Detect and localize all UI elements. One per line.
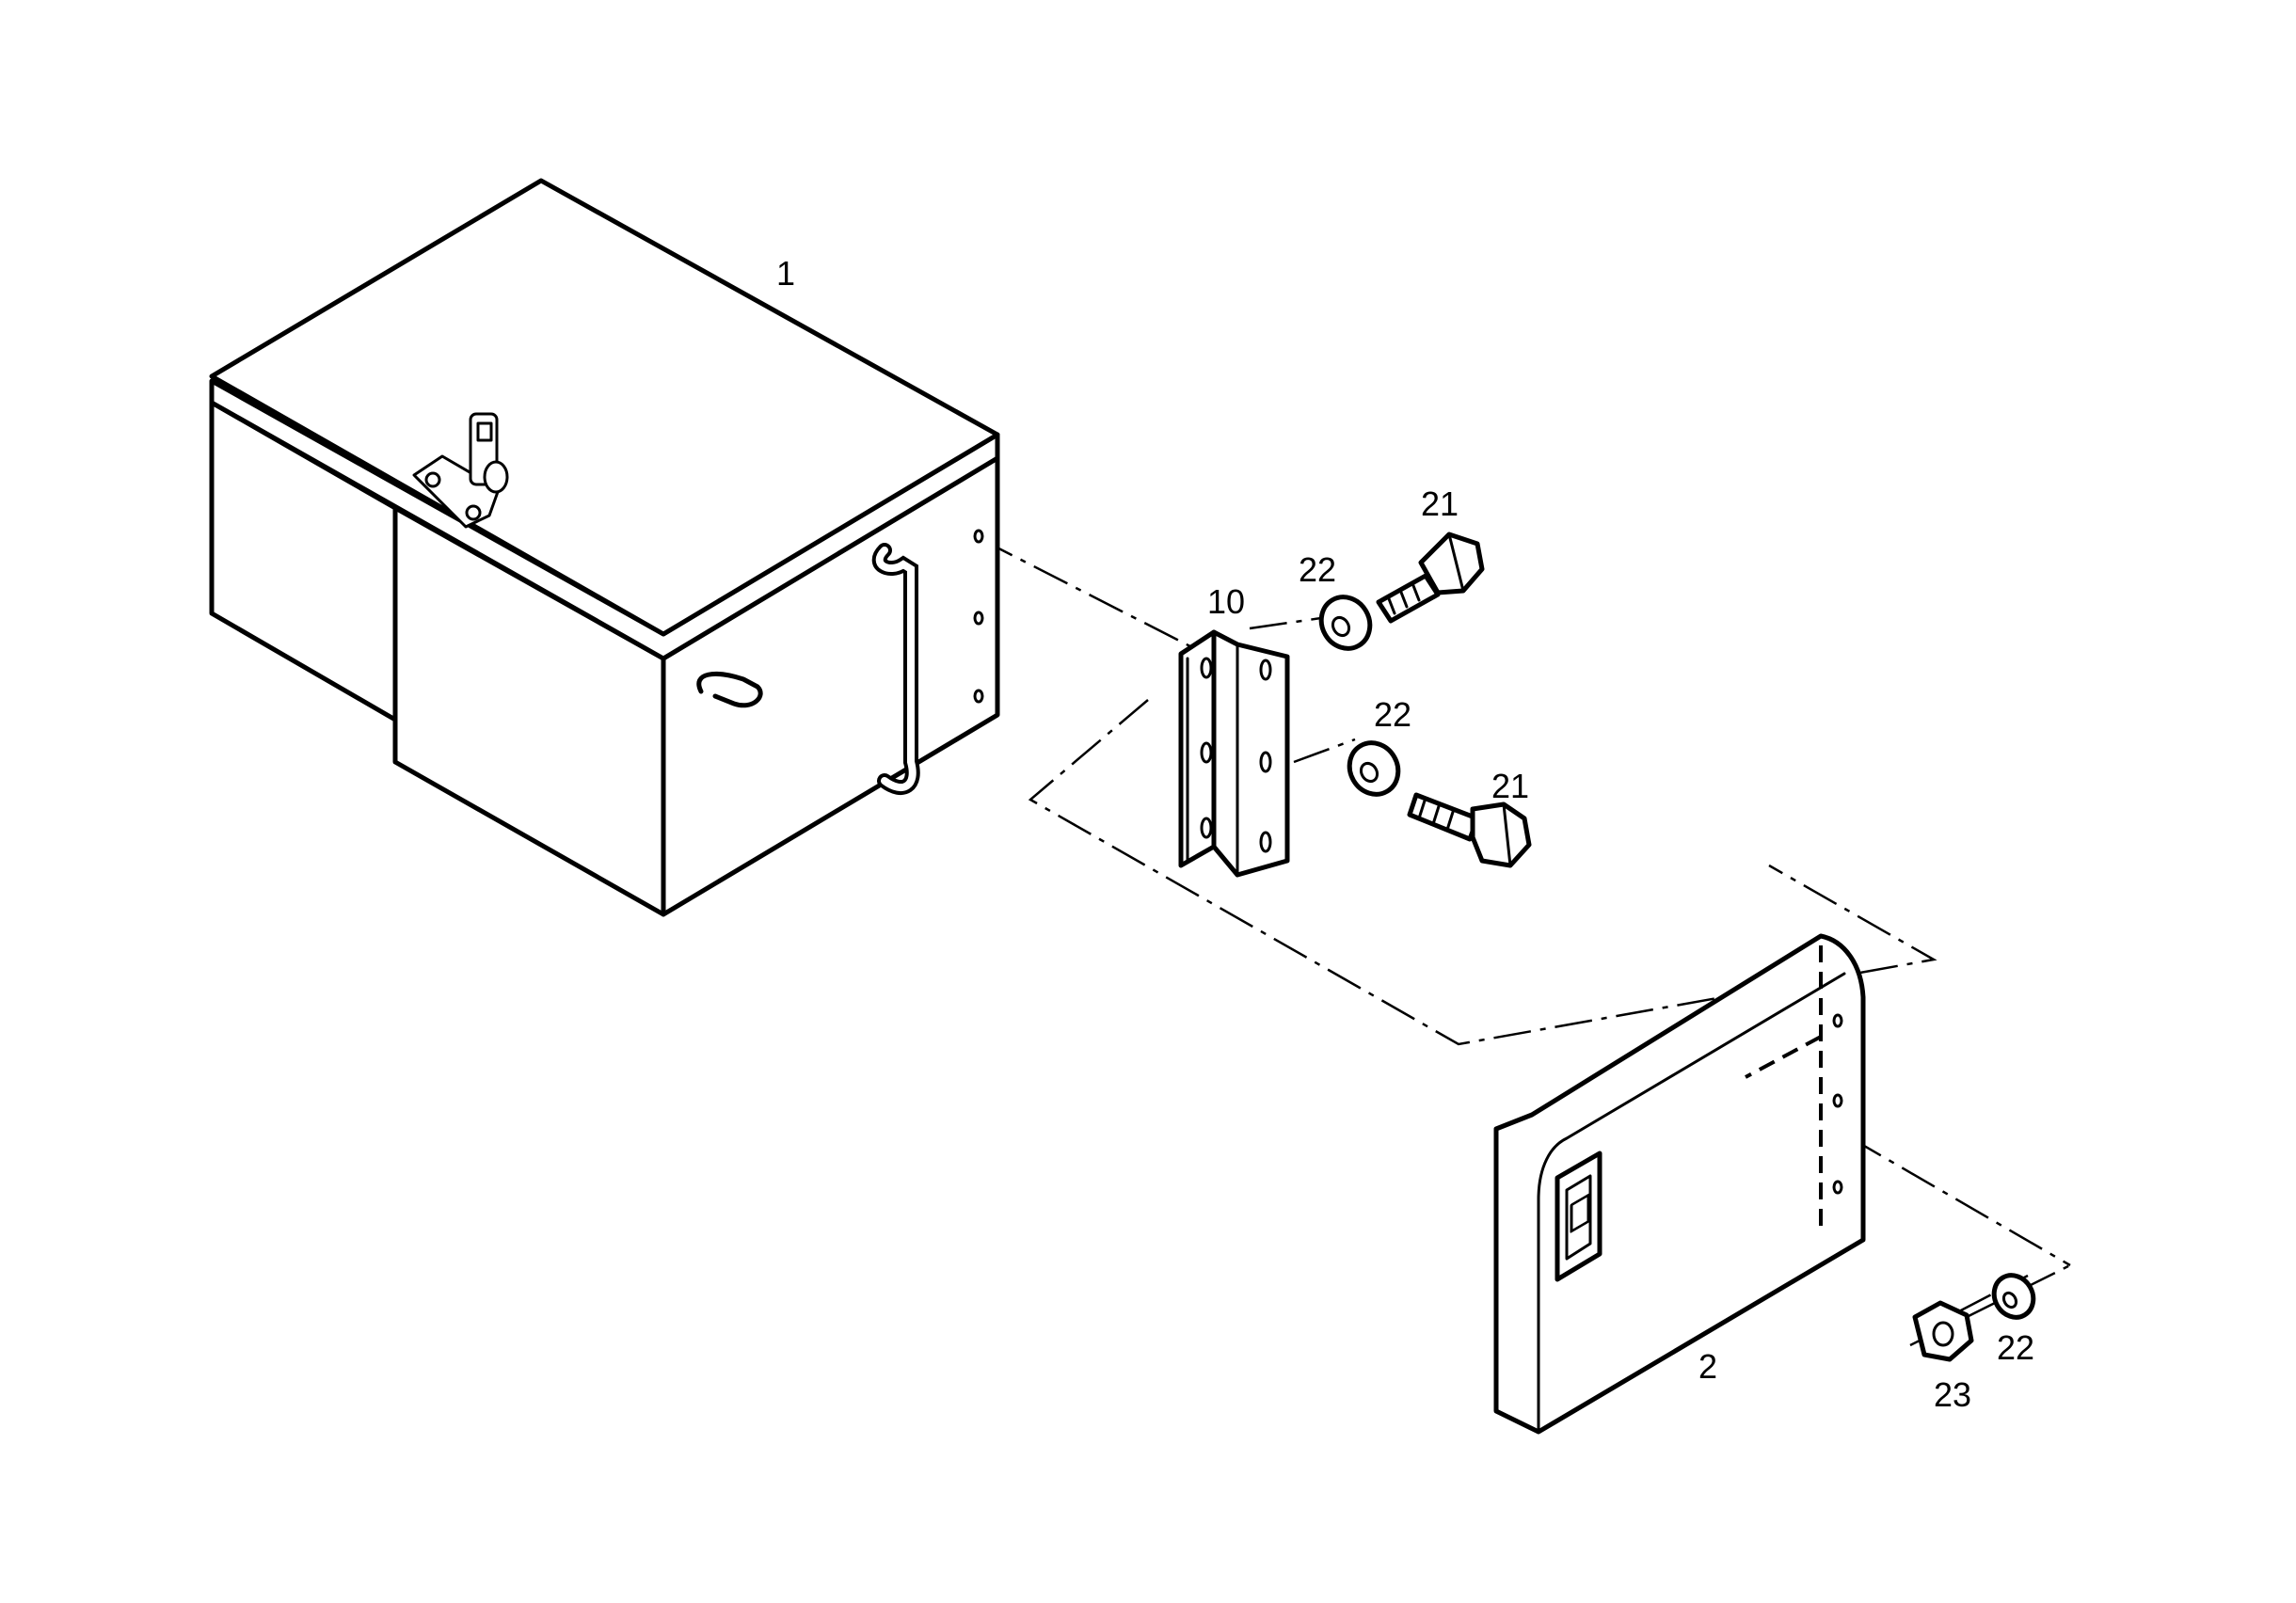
label-part-23: 23 <box>1934 1375 1971 1414</box>
label-part-22-middle: 22 <box>1374 695 1411 734</box>
bolt-lower-icon <box>1407 792 1532 868</box>
label-part-21-upper: 21 <box>1421 484 1459 523</box>
nut-icon <box>1912 1300 1974 1362</box>
lock-key-icon <box>412 412 509 529</box>
tool-box <box>209 178 1000 917</box>
part-labels: 1 10 22 21 22 21 2 23 22 <box>776 254 2034 1414</box>
label-part-2: 2 <box>1698 1347 1717 1386</box>
bolt-upper-icon <box>1376 532 1485 624</box>
label-part-22-upper: 22 <box>1299 550 1336 589</box>
label-part-21-lower: 21 <box>1491 767 1529 805</box>
latch-icon <box>1555 1151 1602 1282</box>
washer-lower-icon <box>1991 1273 2036 1320</box>
mounting-bracket <box>1178 629 1290 878</box>
side-handle-icon <box>696 671 763 708</box>
label-part-1: 1 <box>776 254 795 293</box>
label-part-10: 10 <box>1207 582 1245 621</box>
washer-upper-icon <box>1318 595 1373 651</box>
label-part-22-lower: 22 <box>1997 1328 2034 1367</box>
washer-middle-icon <box>1347 740 1401 797</box>
door-panel <box>1493 933 1866 1435</box>
